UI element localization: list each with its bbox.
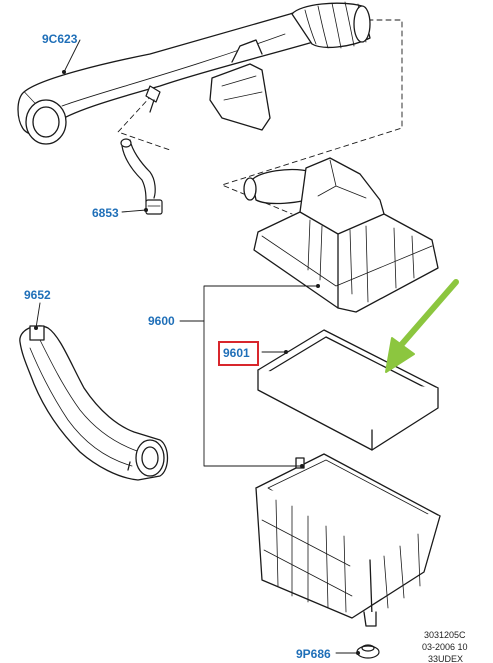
leader-lines	[35, 39, 359, 654]
callout-9601: 9601	[223, 346, 250, 360]
footer-ref: 33UDEX	[428, 654, 464, 663]
air-cleaner-cover	[243, 157, 439, 313]
footer-date: 03-2006 10	[422, 642, 468, 652]
leader-dots	[34, 70, 360, 655]
footer-code: 3031205C	[424, 630, 466, 640]
callout-6853: 6853	[92, 206, 119, 220]
callout-9600: 9600	[148, 314, 175, 328]
air-inlet-duct	[17, 1, 371, 145]
grommet	[356, 644, 380, 659]
outlet-hose	[19, 325, 169, 481]
callout-9652: 9652	[24, 288, 51, 302]
air-filter-element	[257, 329, 439, 451]
callout-9P686: 9P686	[296, 647, 331, 661]
green-arrow	[385, 279, 459, 373]
callout-9C623: 9C623	[42, 32, 78, 46]
air-cleaner-lower-housing	[255, 453, 441, 627]
highlight-box-9601	[218, 341, 259, 366]
vent-hose	[120, 85, 163, 215]
